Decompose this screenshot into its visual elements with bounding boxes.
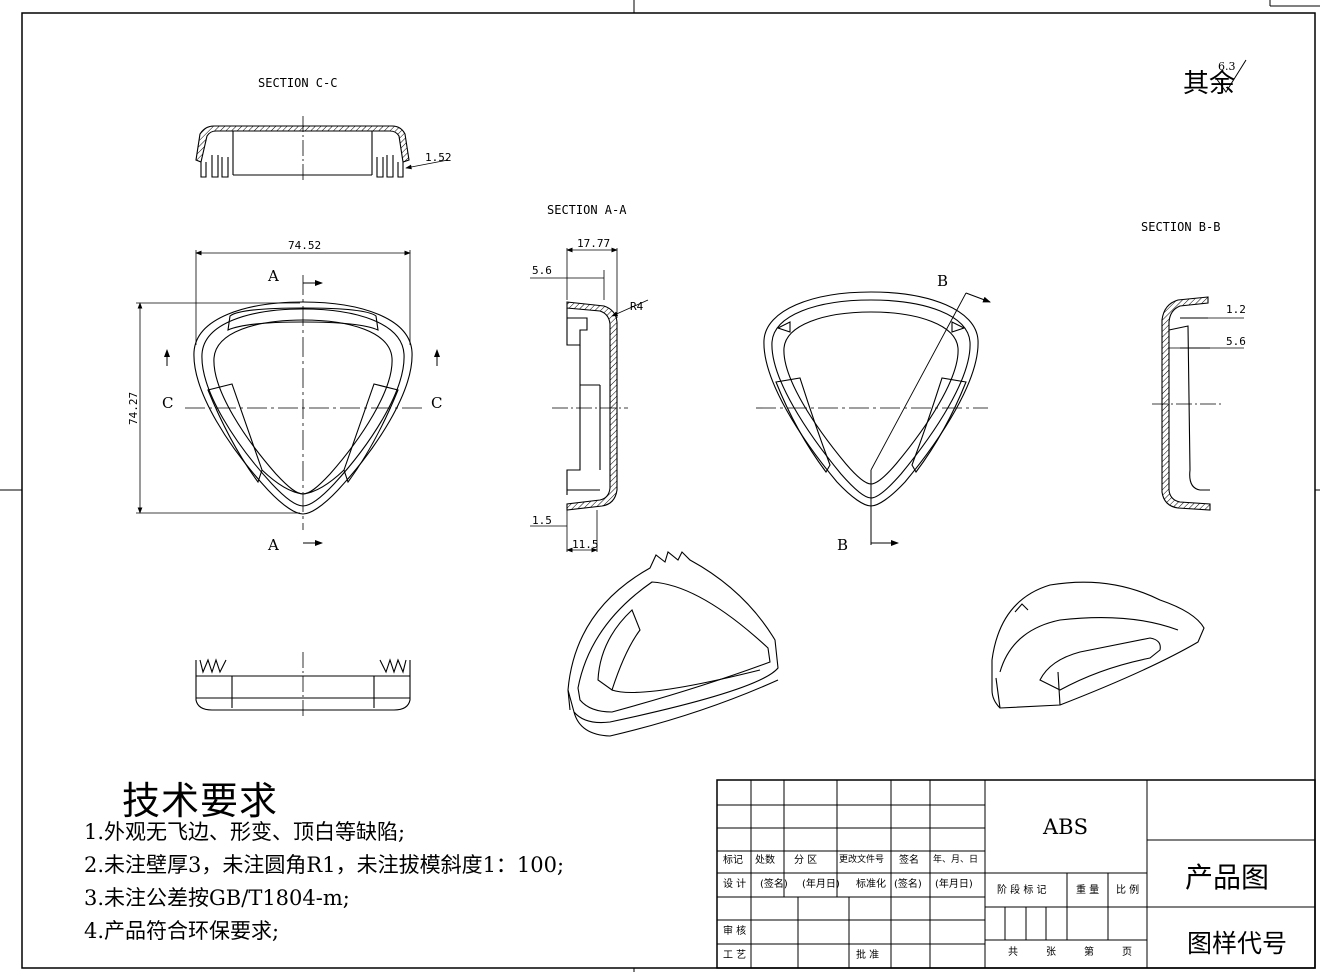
design-date: (年月日) [802, 879, 840, 890]
section-cc-view: SECTION C-C 1.52 [195, 76, 452, 182]
standard-sign: (签名) [894, 879, 922, 890]
tech-title: 技术要求 [122, 779, 279, 823]
cut-label-c-left: C [162, 394, 173, 412]
dim-aa-bottom-wall: 1.5 [532, 514, 552, 527]
header-mark: 标记 [723, 855, 743, 866]
design-label: 设 计 [723, 879, 747, 890]
dim-cc-wall: 1.52 [425, 151, 452, 164]
scale-label: 比 例 [1116, 885, 1140, 896]
sheets-label: 张 [1046, 947, 1056, 958]
material-value: ABS [1043, 815, 1088, 839]
header-count: 处数 [755, 855, 775, 866]
page-label: 页 [1122, 947, 1132, 958]
section-cc-title: SECTION C-C [258, 76, 337, 90]
dim-width: 74.52 [288, 239, 321, 252]
cut-label-a-bottom: A [267, 536, 279, 554]
standard-label: 标准化 [856, 879, 886, 890]
drawing-number-label: 图样代号 [1187, 929, 1288, 958]
cut-label-c-right: C [431, 394, 442, 412]
approve-label: 批 准 [856, 950, 880, 961]
dim-bb-wall: 1.2 [1226, 303, 1246, 316]
front-view: 74.52 74.27 A A C C [127, 239, 442, 554]
dim-bb-step: 5.6 [1226, 335, 1246, 348]
process-label: 工 艺 [723, 950, 747, 961]
section-aa-title: SECTION A-A [547, 203, 627, 217]
design-sign: (签名) [760, 879, 788, 890]
section-bb-title: SECTION B-B [1141, 220, 1220, 234]
title-block [716, 779, 1316, 969]
header-zone: 分 区 [794, 855, 818, 866]
section-bb-view: SECTION B-B 1.2 5.6 [1141, 220, 1246, 511]
isometric-view-1 [567, 551, 779, 737]
roughness-value: 6.3 [1218, 60, 1236, 73]
weight-label: 重 量 [1076, 885, 1100, 896]
tech-item-2: 2.未注壁厚3，未注圆角R1，未注拔模斜度1：100; [84, 853, 565, 877]
technical-requirements: 技术要求 1.外观无飞边、形变、顶白等缺陷; 2.未注壁厚3，未注圆角R1，未注… [84, 770, 564, 948]
tech-item-1: 1.外观无飞边、形变、顶白等缺陷; [84, 820, 406, 844]
header-sign: 签名 [899, 855, 919, 866]
dim-aa-overall: 17.77 [577, 237, 610, 250]
header-change-doc: 更改文件号 [839, 855, 885, 865]
sheet-no-label: 第 [1084, 947, 1094, 958]
back-view: B B [756, 272, 991, 554]
section-aa-view: SECTION A-A 17.77 5.6 R4 1.5 11.5 [530, 203, 649, 553]
dim-aa-radius: R4 [630, 300, 644, 313]
cut-label-a-top: A [267, 267, 279, 285]
isometric-view-2 [991, 581, 1205, 709]
surface-finish-note: 其余 6.3 [1183, 59, 1247, 99]
header-date: 年、月、日 [933, 855, 979, 865]
tech-item-4: 4.产品符合环保要求; [84, 919, 280, 943]
side-elevation-view [195, 652, 411, 718]
tech-item-3: 3.未注公差按GB/T1804-m; [84, 886, 350, 910]
dim-height: 74.27 [127, 392, 140, 425]
stage-label: 阶 段 标 记 [997, 885, 1047, 896]
cut-label-b-top: B [937, 272, 948, 290]
dim-aa-bottom: 11.5 [572, 538, 599, 551]
product-title: 产品图 [1185, 861, 1270, 894]
finish-label: 其余 [1183, 69, 1235, 99]
review-label: 审 核 [723, 926, 747, 937]
dim-aa-top: 5.6 [532, 264, 552, 277]
standard-date: (年月日) [935, 879, 973, 890]
cut-label-b-bottom: B [837, 536, 848, 554]
sheets-total-label: 共 [1008, 947, 1018, 958]
